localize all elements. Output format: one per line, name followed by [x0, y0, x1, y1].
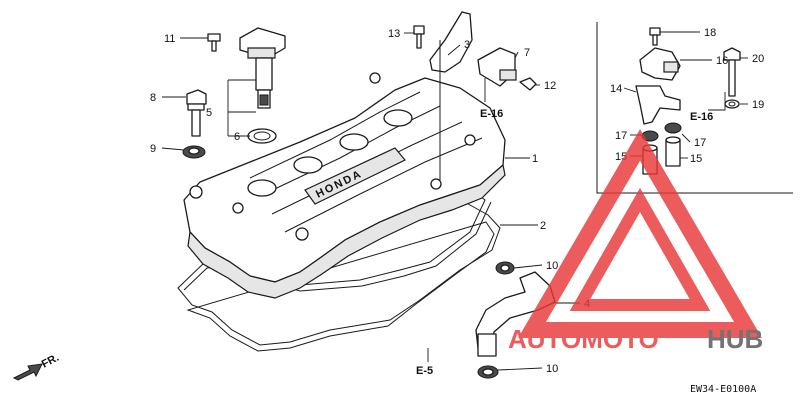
diagram-code: EW34-E0100A — [690, 384, 756, 395]
harness-bracket — [429, 11, 473, 180]
detail-bolt-20 — [723, 47, 741, 97]
callout-11: 11 — [164, 33, 175, 45]
ignition-coil — [239, 27, 286, 109]
watermark-triangle-logo — [518, 129, 762, 338]
ref-e16-right: E-16 — [690, 111, 713, 123]
callout-2: 2 — [540, 220, 546, 232]
callout-16: 16 — [716, 55, 728, 67]
callout-14: 14 — [610, 83, 622, 95]
leader-lines — [161, 31, 748, 371]
callout-5: 5 — [206, 107, 212, 119]
callout-17-left: 17 — [615, 130, 627, 142]
callout-9: 9 — [150, 143, 156, 155]
bolt-rubber-seal — [182, 145, 206, 159]
washer-19 — [724, 99, 740, 109]
callout-1: 1 — [532, 153, 538, 165]
collar-15-right — [665, 136, 681, 167]
front-label: FR. — [40, 352, 61, 371]
detail-frame — [596, 22, 793, 194]
valve-cover: HONDA — [183, 72, 506, 299]
sensor-bracket-14 — [635, 85, 681, 125]
bracket-bolt — [413, 25, 425, 49]
callout-15-right: 15 — [690, 153, 702, 165]
automotohub-watermark: AUTOMOTO HUB — [508, 129, 763, 354]
coil-bolt — [207, 33, 221, 52]
oring-17-right — [664, 122, 682, 134]
callout-6: 6 — [234, 131, 240, 143]
pcv-hose — [475, 271, 556, 357]
callout-10-lower: 10 — [546, 363, 558, 375]
hose-clamp-upper — [495, 261, 515, 275]
callout-17-right: 17 — [694, 137, 706, 149]
callout-12: 12 — [544, 80, 556, 92]
watermark-text-hub: HUB — [707, 324, 763, 354]
cam-sensor-right — [639, 47, 681, 81]
sensor-bolt — [519, 77, 537, 91]
watermark-text-auto: AUTOMOTO — [508, 324, 659, 354]
callout-10-upper: 10 — [546, 260, 558, 272]
callout-20: 20 — [752, 53, 764, 65]
callout-3: 3 — [464, 39, 470, 51]
hose-clamp-lower — [477, 365, 499, 379]
ref-e5: E-5 — [416, 365, 433, 377]
cover-bolt — [186, 89, 207, 137]
front-direction-arrow: FR. — [12, 352, 61, 381]
callout-13: 13 — [388, 28, 400, 40]
ref-e16-left: E-16 — [480, 108, 503, 120]
callout-19: 19 — [752, 99, 764, 111]
callout-7: 7 — [524, 47, 530, 59]
cam-sensor-left — [477, 47, 517, 87]
callout-18: 18 — [704, 27, 716, 39]
plug-tube-seal — [247, 128, 277, 144]
detail-bolt-18 — [649, 27, 661, 46]
callout-8: 8 — [150, 92, 156, 104]
